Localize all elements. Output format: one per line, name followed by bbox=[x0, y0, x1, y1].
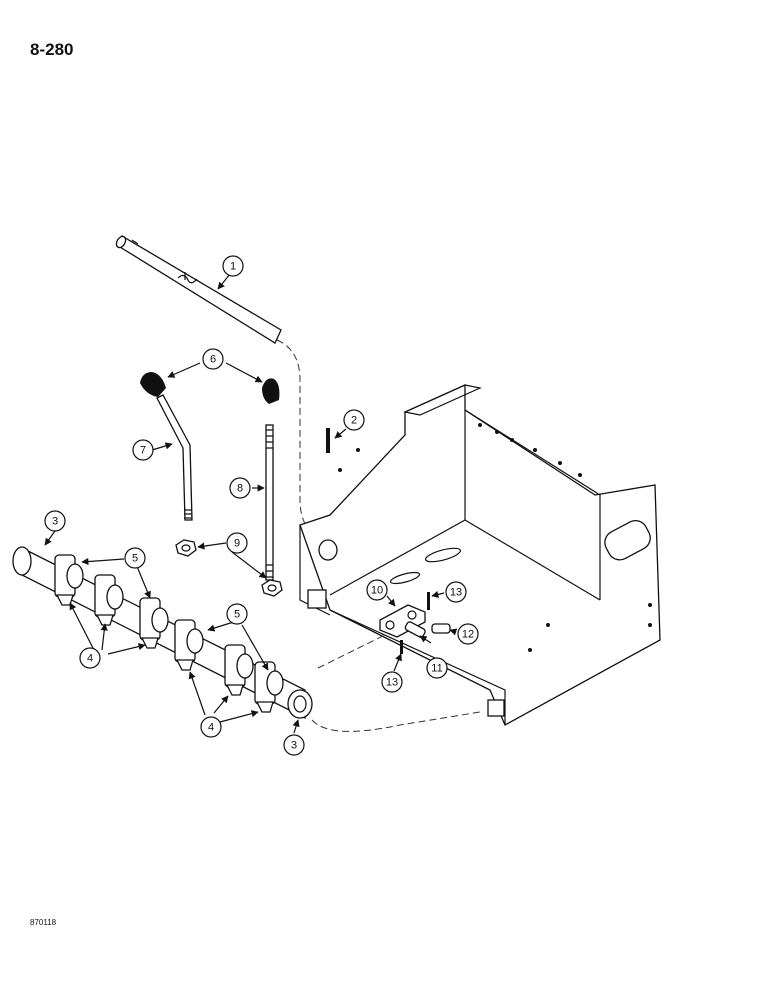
callout-c4a: 4 bbox=[79, 647, 101, 669]
callout-c13b: 13 bbox=[381, 671, 403, 693]
callout-circle bbox=[426, 657, 448, 679]
guide-line-block bbox=[317, 634, 386, 669]
frame-bracket bbox=[299, 383, 661, 726]
callout-circle bbox=[445, 581, 467, 603]
callout-c10: 10 bbox=[366, 579, 388, 601]
callout-c9: 9 bbox=[226, 532, 248, 554]
callout-label: 10 bbox=[371, 585, 383, 597]
callout-c13a: 13 bbox=[445, 581, 467, 603]
callout-label: 13 bbox=[386, 677, 398, 689]
leader-lines bbox=[44, 273, 458, 734]
callout-c3b: 3 bbox=[283, 734, 305, 756]
callout-circle bbox=[44, 510, 66, 532]
callout-circle bbox=[124, 547, 146, 569]
threaded-rod-part-8 bbox=[265, 424, 274, 581]
callout-label: 4 bbox=[87, 653, 93, 665]
callout-label: 9 bbox=[234, 538, 240, 550]
page-number: 8-280 bbox=[30, 40, 74, 59]
callout-circle bbox=[283, 734, 305, 756]
callout-label: 5 bbox=[234, 609, 240, 621]
callout-circle bbox=[343, 409, 365, 431]
callout-label: 12 bbox=[462, 629, 474, 641]
callout-c2: 2 bbox=[343, 409, 365, 431]
callout-label: 2 bbox=[351, 415, 357, 427]
callout-c5b: 5 bbox=[226, 603, 248, 625]
callout-c11: 11 bbox=[426, 657, 448, 679]
callout-circle bbox=[200, 716, 222, 738]
callout-c4b: 4 bbox=[200, 716, 222, 738]
callout-circle bbox=[381, 671, 403, 693]
callout-circle bbox=[229, 477, 251, 499]
callout-label: 7 bbox=[140, 445, 146, 457]
callout-c6: 6 bbox=[202, 348, 224, 370]
callout-label: 1 bbox=[230, 261, 236, 273]
bolt-part-11 bbox=[404, 621, 426, 638]
nut-part-9 bbox=[175, 539, 283, 597]
callout-label: 3 bbox=[291, 740, 297, 752]
knob-part-6 bbox=[140, 372, 280, 404]
callout-circle bbox=[366, 579, 388, 601]
callout-circle bbox=[226, 603, 248, 625]
callout-circle bbox=[222, 255, 244, 277]
callout-c8: 8 bbox=[229, 477, 251, 499]
guide-line-shaft bbox=[276, 339, 326, 546]
callout-label: 6 bbox=[210, 354, 216, 366]
block-part-10 bbox=[379, 604, 426, 638]
callout-c3a: 3 bbox=[44, 510, 66, 532]
callout-c1: 1 bbox=[222, 255, 244, 277]
callout-label: 8 bbox=[237, 483, 243, 495]
callout-label: 3 bbox=[52, 516, 58, 528]
callout-circle bbox=[79, 647, 101, 669]
guide-line-bearing bbox=[311, 711, 481, 732]
cotter-pin-part-13 bbox=[400, 592, 430, 654]
lever-part-7 bbox=[156, 394, 193, 521]
lever-shaft-assembly bbox=[12, 546, 313, 720]
callout-label: 4 bbox=[208, 722, 214, 734]
callout-circle bbox=[226, 532, 248, 554]
callout-circle bbox=[132, 439, 154, 461]
callout-c12: 12 bbox=[457, 623, 479, 645]
callout-circle bbox=[457, 623, 479, 645]
figure-code: 870118 bbox=[30, 918, 57, 927]
pin-part-2 bbox=[326, 428, 330, 453]
bolt-part-12 bbox=[431, 623, 451, 634]
callout-c7: 7 bbox=[132, 439, 154, 461]
callout-c5a: 5 bbox=[124, 547, 146, 569]
shaft-part-1 bbox=[115, 234, 282, 344]
callout-label: 5 bbox=[132, 553, 138, 565]
callout-label: 13 bbox=[450, 587, 462, 599]
callout-label: 11 bbox=[431, 663, 442, 675]
callout-circle bbox=[202, 348, 224, 370]
